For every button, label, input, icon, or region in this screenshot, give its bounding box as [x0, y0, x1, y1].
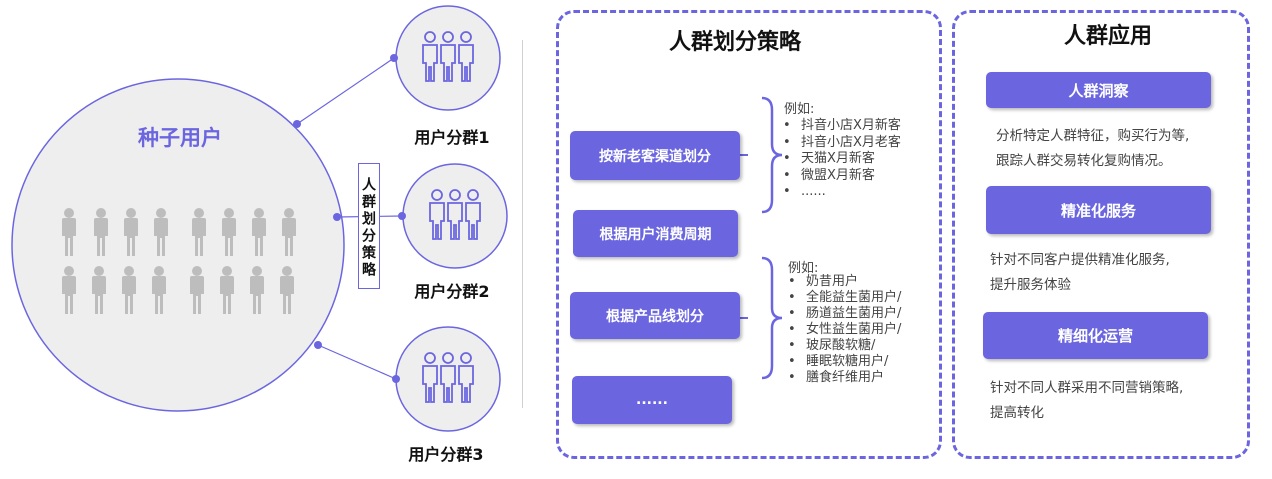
connector-dot: [398, 212, 406, 220]
list-item: 肠道益生菌用户/: [786, 306, 901, 322]
strategy-box-more: ......: [572, 376, 732, 424]
list-item: 膳食纤维用户: [786, 370, 901, 386]
desc-line: 提升服务体验: [990, 277, 1071, 293]
user-group-icon: [429, 189, 481, 240]
list-item: 女性益生菌用户/: [786, 322, 901, 338]
section-divider: [522, 40, 523, 408]
app-box-crowd-insight: 人群洞察: [986, 72, 1211, 108]
seed-users-title: 种子用户: [138, 126, 222, 150]
strategy-box-new-old-channel: 按新老客渠道划分: [570, 131, 740, 180]
list-item: 抖音小店X月新客: [781, 118, 901, 135]
user-group-icon: [422, 352, 474, 403]
list-item: 全能益生菌用户/: [786, 290, 901, 306]
connector-dot: [333, 213, 341, 221]
app-box-precise-service: 精准化服务: [986, 186, 1211, 234]
strategy-panel-title: 人群划分策略: [668, 30, 801, 55]
strategy-box-product-line: 根据产品线划分: [570, 292, 740, 339]
list-item: 玻尿酸软糖/: [786, 338, 901, 354]
division-strategy-vertical-label: 人群划分策略: [358, 163, 380, 289]
segment-label-3: 用户分群3: [408, 445, 484, 464]
desc-line: 分析特定人群特征，购买行为等,: [996, 128, 1190, 144]
desc-line: 针对不同客户提供精准化服务,: [990, 252, 1170, 268]
application-panel: [952, 10, 1250, 459]
example-list-1: 抖音小店X月新客 抖音小店X月老客 天猫X月新客 微盟X月新客 ......: [781, 118, 901, 201]
app-desc-crowd-insight: 分析特定人群特征，购买行为等, 跟踪人群交易转化复购情况。: [996, 124, 1189, 174]
desc-line: 针对不同人群采用不同营销策略,: [990, 380, 1184, 396]
example-heading-1: 例如:: [784, 102, 815, 117]
connector-dot: [293, 120, 301, 128]
example-list-2: 奶昔用户 全能益生菌用户/ 肠道益生菌用户/ 女性益生菌用户/ 玻尿酸软糖/ 睡…: [786, 274, 901, 386]
list-item: 抖音小店X月老客: [781, 135, 901, 152]
application-panel-title: 人群应用: [1063, 24, 1152, 49]
segment-label-2: 用户分群2: [414, 282, 490, 301]
app-desc-precise-service: 针对不同客户提供精准化服务, 提升服务体验: [990, 248, 1170, 298]
desc-line: 提高转化: [990, 405, 1044, 421]
list-item: 睡眠软糖用户/: [786, 354, 901, 370]
user-group-icon: [422, 31, 474, 82]
strategy-panel: [556, 10, 942, 459]
app-desc-refined-operation: 针对不同人群采用不同营销策略, 提高转化: [990, 376, 1183, 426]
app-box-refined-operation: 精细化运营: [983, 312, 1208, 359]
connector-dot: [392, 375, 400, 383]
list-item: ......: [781, 184, 901, 201]
list-item: 奶昔用户: [786, 274, 901, 290]
desc-line: 跟踪人群交易转化复购情况。: [996, 153, 1172, 169]
brace-icon: [761, 256, 783, 380]
list-item: 微盟X月新客: [781, 168, 901, 185]
connector-line-1: [296, 57, 395, 125]
people-crowd-icon: [62, 208, 296, 314]
segment-label-1: 用户分群1: [414, 128, 490, 147]
seed-circle: [11, 78, 345, 412]
example-heading-2: 例如:: [788, 261, 819, 276]
list-item: 天猫X月新客: [781, 151, 901, 168]
connector-line-3: [317, 344, 397, 380]
connector-dot: [314, 341, 322, 349]
strategy-box-consumption-cycle: 根据用户消费周期: [573, 210, 738, 257]
connector-dot: [390, 54, 398, 62]
